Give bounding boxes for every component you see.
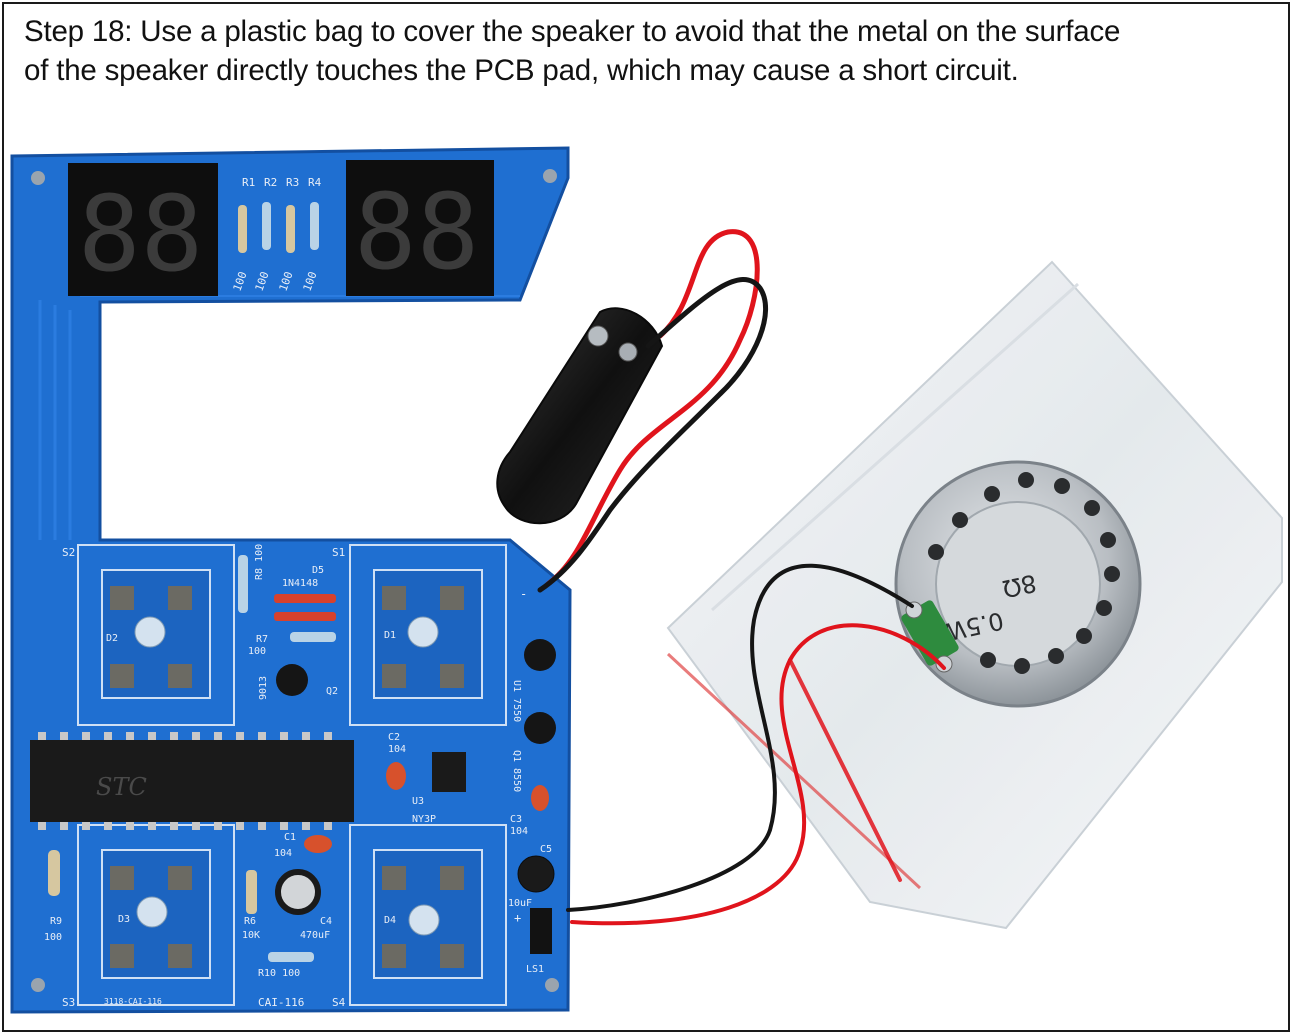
label-r8: R8 100 — [254, 544, 265, 580]
label-d5: D5 — [312, 565, 324, 576]
label-9013: 9013 — [258, 676, 269, 700]
label-r9: R9 — [50, 916, 62, 927]
label-d2: D2 — [106, 633, 118, 644]
label-d5-part: 1N4148 — [282, 578, 318, 589]
battery-clip — [496, 307, 664, 525]
label-c3: C3 — [510, 814, 522, 825]
label-s2: S2 — [62, 546, 75, 559]
label-r7: R7 — [256, 634, 268, 645]
step-caption: Step 18: Use a plastic bag to cover the … — [24, 12, 1284, 90]
label-r10: R10 100 — [258, 968, 300, 979]
label-u1: U1 7550 — [511, 680, 522, 722]
label-100-a: 100 — [231, 270, 250, 293]
label-c2-val: 104 — [388, 744, 406, 755]
label-d1: D1 — [384, 630, 396, 641]
label-c1-val: 104 — [274, 848, 292, 859]
label-c5: C5 — [540, 844, 552, 855]
right-components: C2 104 U3 NY3P C3 104 C5 10uF + LS1 U1 7… — [386, 587, 556, 975]
label-ls1: LS1 — [526, 964, 544, 975]
label-100-d: 100 — [301, 270, 320, 293]
label-board-id: CAI-116 — [258, 996, 304, 1009]
label-s4: S4 — [332, 996, 346, 1009]
label-minus: - — [520, 587, 527, 601]
label-q-8550: Q1 8550 — [511, 750, 522, 792]
label-r3: R3 — [286, 176, 299, 189]
label-d3: D3 — [118, 914, 130, 925]
speaker-spec-ohm: 8Ω — [1000, 569, 1039, 603]
label-plus: + — [514, 911, 521, 925]
label-q2: Q2 — [326, 686, 338, 697]
label-r6-val: 10K — [242, 930, 260, 941]
lower-components: R9 100 C1 104 R6 10K C4 470uF R10 100 — [44, 832, 332, 979]
switch-s1: S1 D1 — [332, 544, 507, 726]
speaker-wires — [566, 563, 946, 926]
label-d4: D4 — [384, 915, 396, 926]
switch-s4: S4 D4 CAI-116 — [258, 824, 507, 1009]
label-r6: R6 — [244, 916, 256, 927]
battery-wires — [537, 229, 769, 593]
pcb-board: 88 88 R1 R2 R3 R4 100 100 100 100 — [10, 146, 572, 1014]
svg-text:88: 88 — [78, 173, 203, 295]
label-100-b: 100 — [253, 270, 272, 293]
switch-s3: S3 D3 3118-CAI-116 — [62, 824, 235, 1009]
led-display-2: 88 — [346, 160, 494, 296]
caption-line-1: Step 18: Use a plastic bag to cover the … — [24, 15, 1121, 48]
middle-components: R8 100 D5 1N4148 R7 100 9013 Q2 — [238, 544, 338, 700]
microcontroller-chip: STC — [30, 732, 354, 830]
chip-brand: STC — [96, 773, 147, 801]
speaker: 8Ω 0.5W — [894, 460, 1142, 708]
label-r9-val: 100 — [44, 932, 62, 943]
label-c3-val: 104 — [510, 826, 528, 837]
label-c2: C2 — [388, 732, 400, 743]
resistor-array: R1 R2 R3 R4 100 100 100 100 — [231, 176, 322, 293]
label-r7-val: 100 — [248, 646, 266, 657]
label-c4-val: 470uF — [300, 930, 330, 941]
label-board-id-small: 3118-CAI-116 — [104, 997, 162, 1006]
led-display-1: 88 — [68, 163, 218, 296]
label-u3: U3 — [412, 796, 424, 807]
label-c1: C1 — [284, 832, 296, 843]
label-c4: C4 — [320, 916, 332, 927]
label-u3-part: NY3P — [412, 814, 436, 825]
svg-text:88: 88 — [354, 171, 479, 293]
label-r2: R2 — [264, 176, 277, 189]
switch-s2: S2 D2 — [62, 544, 235, 726]
label-s1: S1 — [332, 546, 345, 559]
label-100-c: 100 — [277, 270, 296, 293]
caption-line-2: of the speaker directly touches the PCB … — [24, 54, 1019, 87]
label-c5-val: 10uF — [508, 898, 532, 909]
label-r4: R4 — [308, 176, 322, 189]
label-r1: R1 — [242, 176, 255, 189]
label-s3: S3 — [62, 996, 75, 1009]
